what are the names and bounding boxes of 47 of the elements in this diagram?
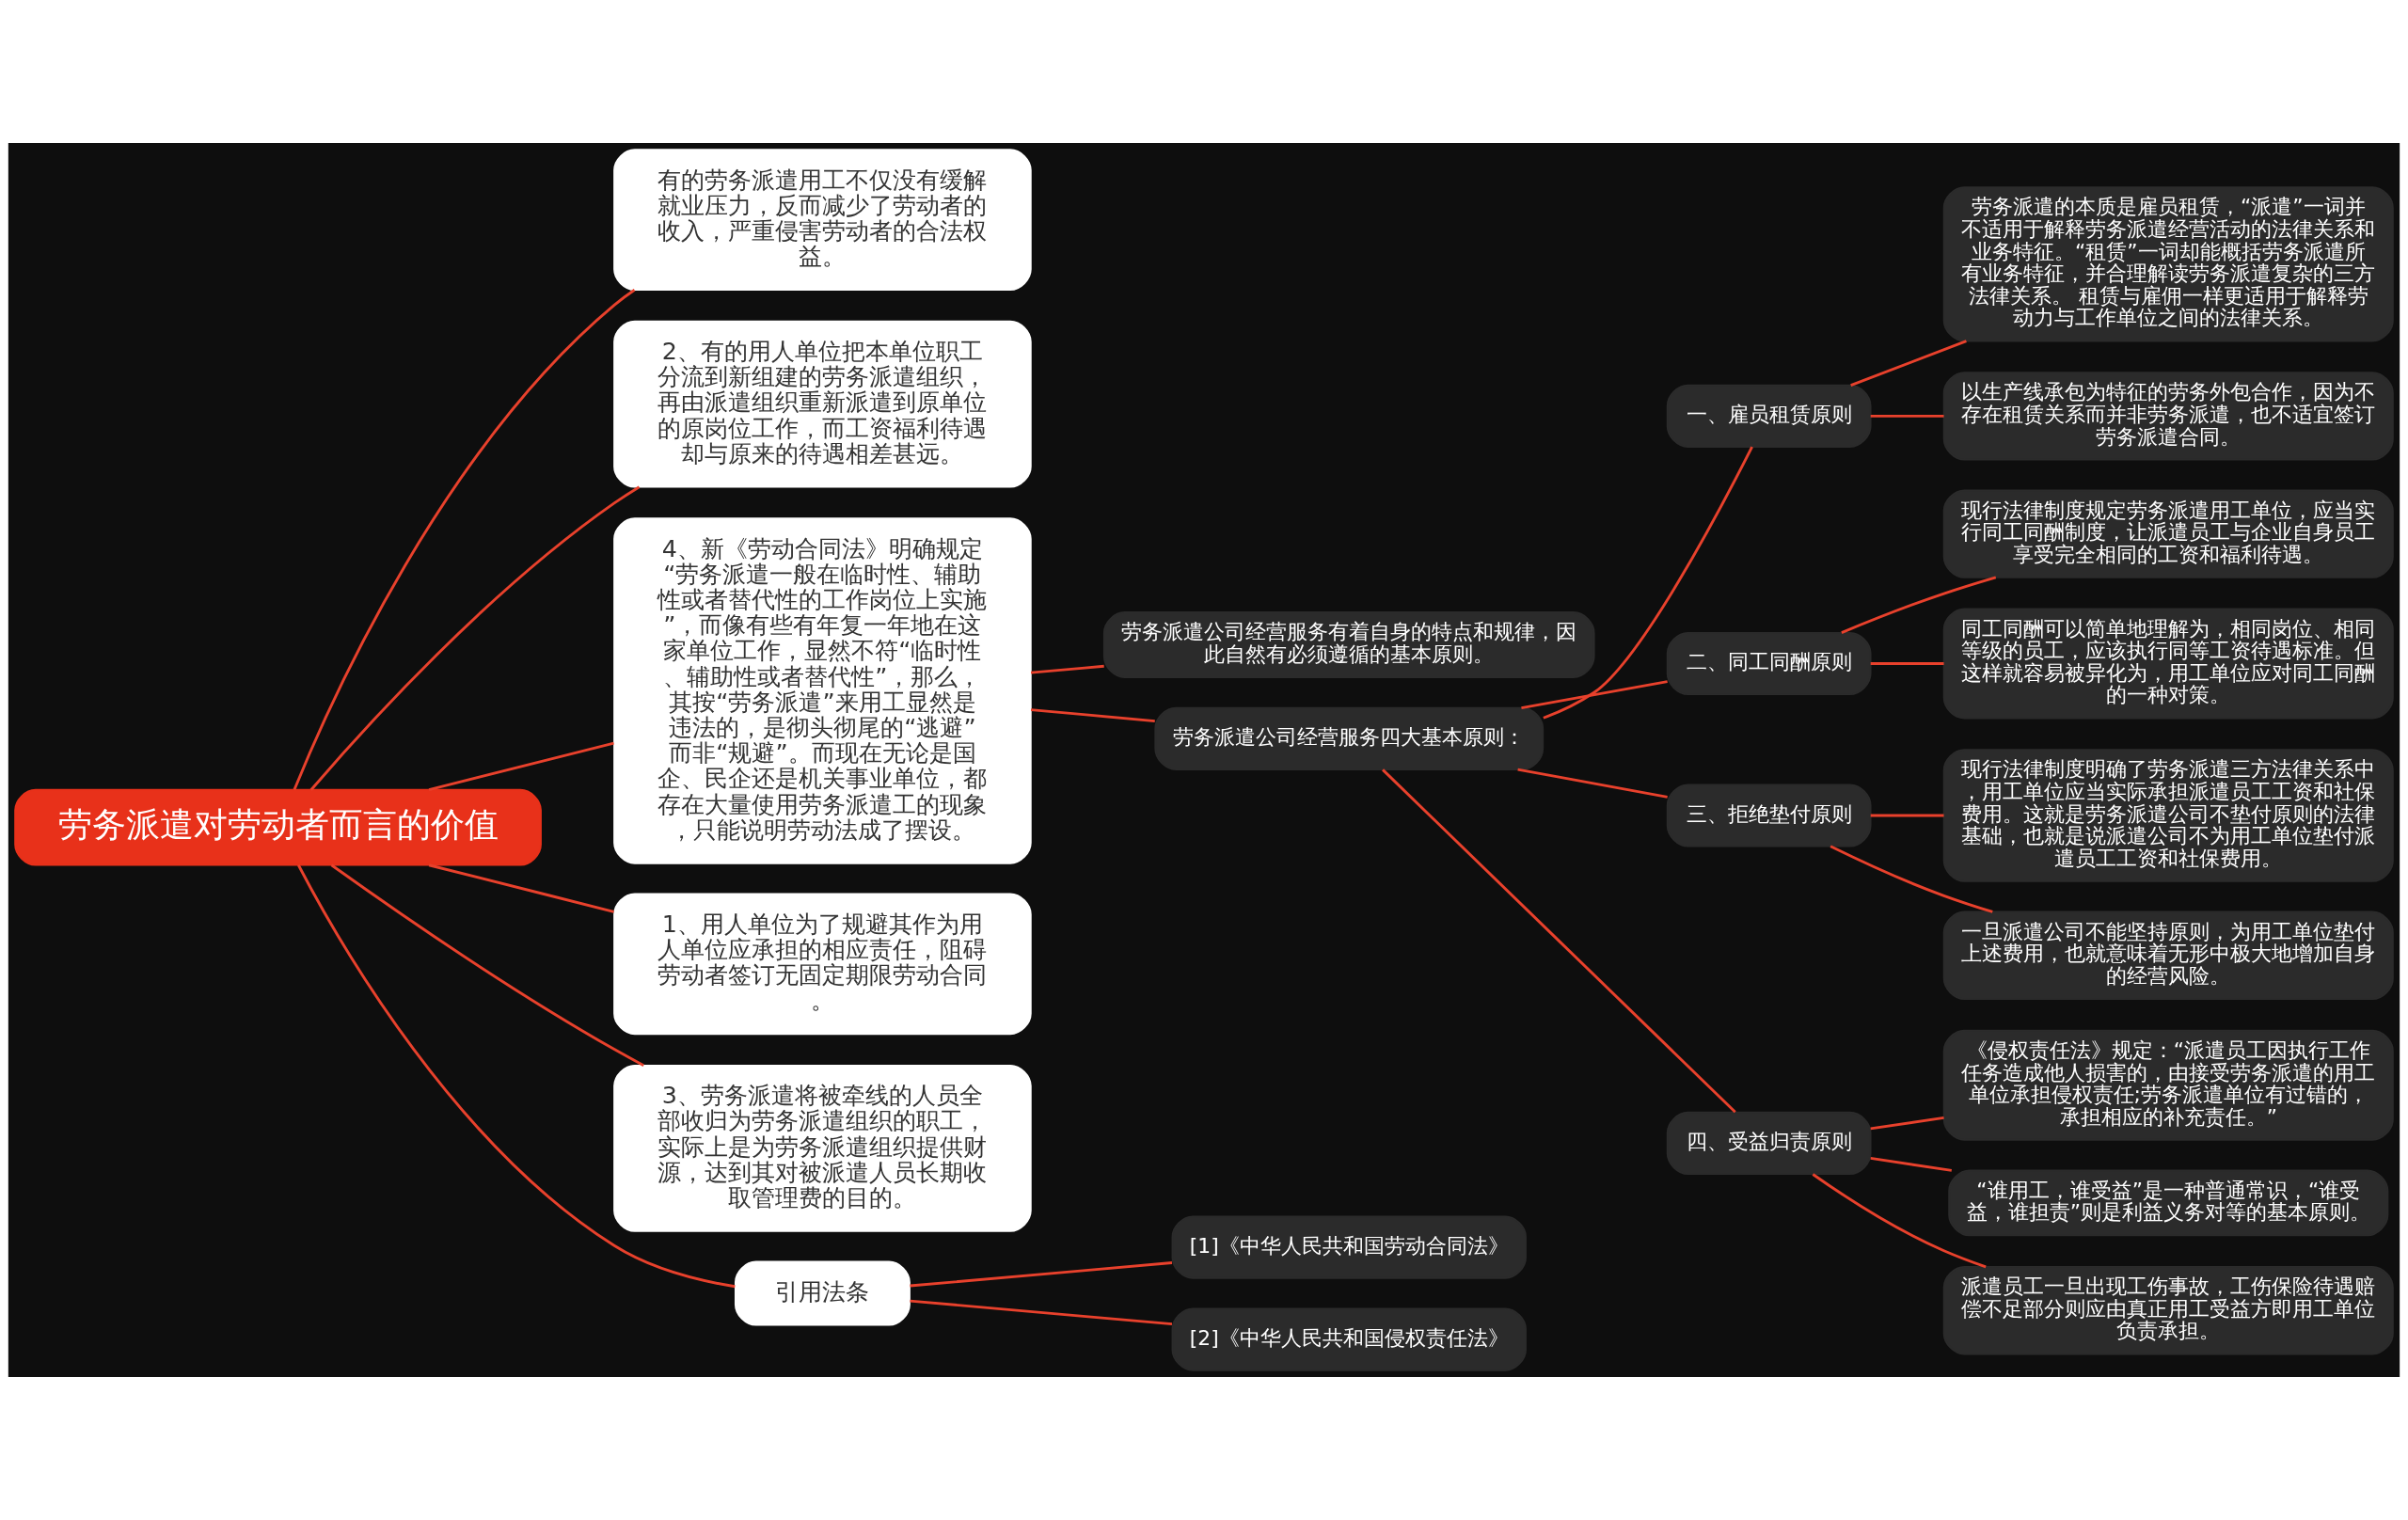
node-box: 1、用人单位为了规避其作为用人单位应承担的相应责任，阻碍劳动者签订无固定期限劳动合同。 — [613, 893, 1032, 1036]
connector — [297, 864, 736, 1289]
connector — [1850, 340, 1967, 387]
node-box: [1]《中华人民共和国劳动合同法》 — [1171, 1215, 1527, 1279]
connector — [1812, 1173, 1987, 1269]
connector — [1870, 414, 1944, 418]
node-box: 同工同酬可以简单地理解为，相同岗位、相同等级的员工，应该执行同等工资待遇标准。但这样就容易被异化为，用工单位应对同工同酬的一种对策。 — [1942, 608, 2394, 720]
connector — [428, 863, 614, 913]
node-box: 劳务派遣对劳动者而言的价值 — [14, 788, 542, 866]
connector — [1870, 1116, 1944, 1131]
connector — [293, 289, 636, 791]
node-box: 派遣员工一旦出现工伤事故，工伤保险待遇赔偿不足部分则应由真正用工受益方即用工单位负责承担。 — [1942, 1266, 2394, 1355]
connector — [1517, 768, 1668, 799]
connector — [910, 1261, 1173, 1288]
node-box: 劳务派遣公司经营服务四大基本原则： — [1154, 706, 1545, 770]
node-box: “谁用工，谁受益”是一种普通常识，“谁受益，谁担责”则是利益义务对等的基本原则。 — [1948, 1169, 2389, 1237]
connector — [1521, 680, 1668, 710]
node-box: 三、拒绝垫付原则 — [1666, 784, 1872, 847]
node-box: 劳务派遣公司经营服务有着自身的特点和规律，因此自然有必须遵循的基本原则。 — [1102, 611, 1595, 678]
node-box: [2]《中华人民共和国侵权责任法》 — [1171, 1307, 1527, 1371]
node-box: 四、受益归责原则 — [1666, 1111, 1872, 1175]
node-box: 引用法条 — [734, 1260, 911, 1326]
node-box: 劳务派遣的本质是雇员租赁，“派遣”一词并不适用于解释劳务派遣经营活动的法律关系和业务特征。“租赁”一词却能概括劳务派遣所有业务特征，并合理解读劳务派遣复杂的三方法律关系。 租赁与雇佣一样更适用于解释劳动力与工作单位之间的法律关系。 — [1942, 186, 2394, 342]
node-box: 一、雇员租赁原则 — [1666, 384, 1872, 448]
node-box: 一旦派遣公司不能坚持原则，为用工单位垫付上述费用，也就意味着无形中极大地增加自身的经营风险。 — [1942, 910, 2394, 1000]
connector — [428, 741, 614, 792]
connector — [910, 1299, 1173, 1326]
node-box: 《侵权责任法》规定：“派遣员工因执行工作任务造成他人损害的，由接受劳务派遣的用工单位承担侵权责任;劳务派遣单位有过错的，承担相应的补充责任。” — [1942, 1029, 2394, 1141]
connector — [1030, 664, 1104, 674]
node-box: 二、同工同酬原则 — [1666, 631, 1872, 696]
node-box: 有的劳务派遣用工不仅没有缓解就业压力，反而减少了劳动者的收入，严重侵害劳动者的合法权益。 — [613, 149, 1032, 291]
node-box: 现行法律制度规定劳务派遣用工单位，应当实行同工同酬制度，让派遣员工与企业自身员工享受完全相同的工资和福利待遇。 — [1942, 489, 2394, 578]
connector — [330, 863, 644, 1067]
node-box: 3、劳务派遣将被牵线的人员全部收归为劳务派遣组织的职工，实际上是为劳务派遣组织提供财源，达到其对被派遣人员长期收取管理费的目的。 — [613, 1064, 1032, 1232]
node-box: 2、有的用人单位把本单位职工分流到新组建的劳务派遣组织，再由派遣组织重新派遣到原单位的原岗位工作，而工资福利待遇却与原来的待遇相差甚远。 — [613, 320, 1032, 488]
connector — [1870, 662, 1944, 665]
connector — [1870, 1156, 1952, 1172]
connector — [309, 485, 641, 791]
node-box: 4、新《劳动合同法》明确规定“劳务派遣一般在临时性、辅助性或者替代性的工作岗位上实施”，而像有些有年复一年地在这家单位工作，显然不符“临时性、辅助性或者替代性”，那么，其按“劳务派遣”来用工显然是违法的，是彻头彻尾的“逃避”而非“规避”。而现在无论是国企、民企还是机关事业单位，都存在大量使用劳务派遣工的现象，只能说明劳动法成了摆设。 — [613, 517, 1032, 864]
node-box: 现行法律制度明确了劳务派遣三方法律关系中，用工单位应当实际承担派遣员工工资和社保费用。这就是劳务派遣公司不垫付原则的法律基础，也就是说派遣公司不为用工单位垫付派遣员工工资和社保费用。 — [1942, 749, 2394, 882]
connector — [1830, 845, 1993, 913]
connector — [1870, 814, 1944, 817]
node-box: 以生产线承包为特征的劳务外包合作，因为不存在租赁关系而并非劳务派遣，也不适宜签订劳务派遣合同。 — [1942, 372, 2394, 461]
connector — [1543, 446, 1753, 720]
connector — [1382, 768, 1736, 1114]
connector — [1841, 576, 1997, 634]
connector — [1030, 708, 1155, 723]
